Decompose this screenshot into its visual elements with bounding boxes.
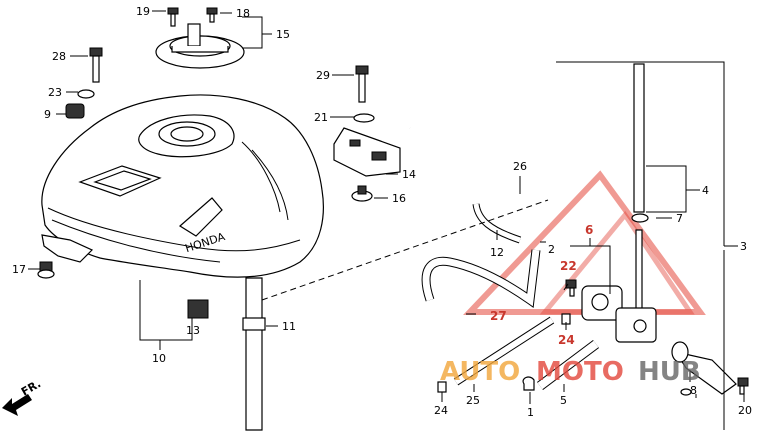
label-17: 17	[12, 263, 26, 276]
grommet-9	[65, 103, 85, 119]
hose-26	[409, 125, 541, 205]
hose-27	[421, 249, 541, 308]
fuel-tank: HONDA	[41, 94, 324, 278]
collar-21	[353, 113, 375, 123]
label-7: 7	[676, 212, 683, 225]
label-11: 11	[282, 320, 296, 333]
bracket-14	[333, 127, 401, 177]
fuel-cap	[155, 23, 245, 69]
label-21: 21	[314, 111, 328, 124]
label-24-clip: 24	[434, 404, 448, 417]
label-4: 4	[702, 184, 709, 197]
label-24-valve: 24	[558, 333, 575, 347]
label-19: 19	[136, 5, 150, 18]
label-12: 12	[490, 246, 504, 259]
nut-16	[351, 185, 373, 202]
screw-20	[737, 377, 749, 395]
label-25: 25	[466, 394, 480, 407]
cushion-13	[187, 299, 209, 319]
label-8: 8	[690, 384, 697, 397]
label-13: 13	[186, 324, 200, 337]
label-29: 29	[316, 69, 330, 82]
bolt-22	[565, 279, 577, 297]
watermark-part3: HUB	[638, 357, 701, 387]
label-27: 27	[490, 309, 507, 323]
fuel-strainer-pipe	[631, 63, 649, 311]
label-28: 28	[52, 50, 66, 63]
label-14: 14	[402, 168, 416, 181]
label-5: 5	[560, 394, 567, 407]
label-3: 3	[740, 240, 747, 253]
lever-8	[671, 341, 737, 395]
label-10: 10	[152, 352, 166, 365]
clip-1	[522, 376, 535, 391]
label-20: 20	[738, 404, 752, 417]
bolt-17	[37, 261, 55, 279]
label-1: 1	[527, 406, 534, 419]
bolt-19	[167, 7, 179, 27]
watermark-part2: MOTO	[536, 357, 624, 387]
label-18: 18	[236, 7, 250, 20]
label-22: 22	[560, 259, 577, 273]
label-16: 16	[392, 192, 406, 205]
hose-5	[537, 340, 599, 390]
leader-lines	[28, 10, 745, 430]
hose-25	[453, 316, 555, 386]
hose-12	[472, 203, 522, 244]
bolt-28	[89, 47, 103, 83]
fuel-valve	[581, 285, 657, 343]
breather-hose	[242, 277, 266, 431]
washer-23	[77, 89, 95, 99]
label-2: 2	[548, 243, 555, 256]
bolt-18	[206, 7, 218, 23]
label-15: 15	[276, 28, 290, 41]
bolt-29	[355, 65, 369, 103]
label-9: 9	[44, 108, 51, 121]
front-label: FR.	[19, 377, 43, 398]
front-direction-arrow: FR.	[2, 377, 43, 416]
watermark-text: AUTO MOTO HUB	[440, 357, 701, 387]
label-26: 26	[513, 160, 527, 173]
watermark-part1: AUTO	[440, 357, 520, 387]
label-23: 23	[48, 86, 62, 99]
washer-lower	[680, 388, 692, 396]
label-6: 6	[585, 223, 593, 237]
